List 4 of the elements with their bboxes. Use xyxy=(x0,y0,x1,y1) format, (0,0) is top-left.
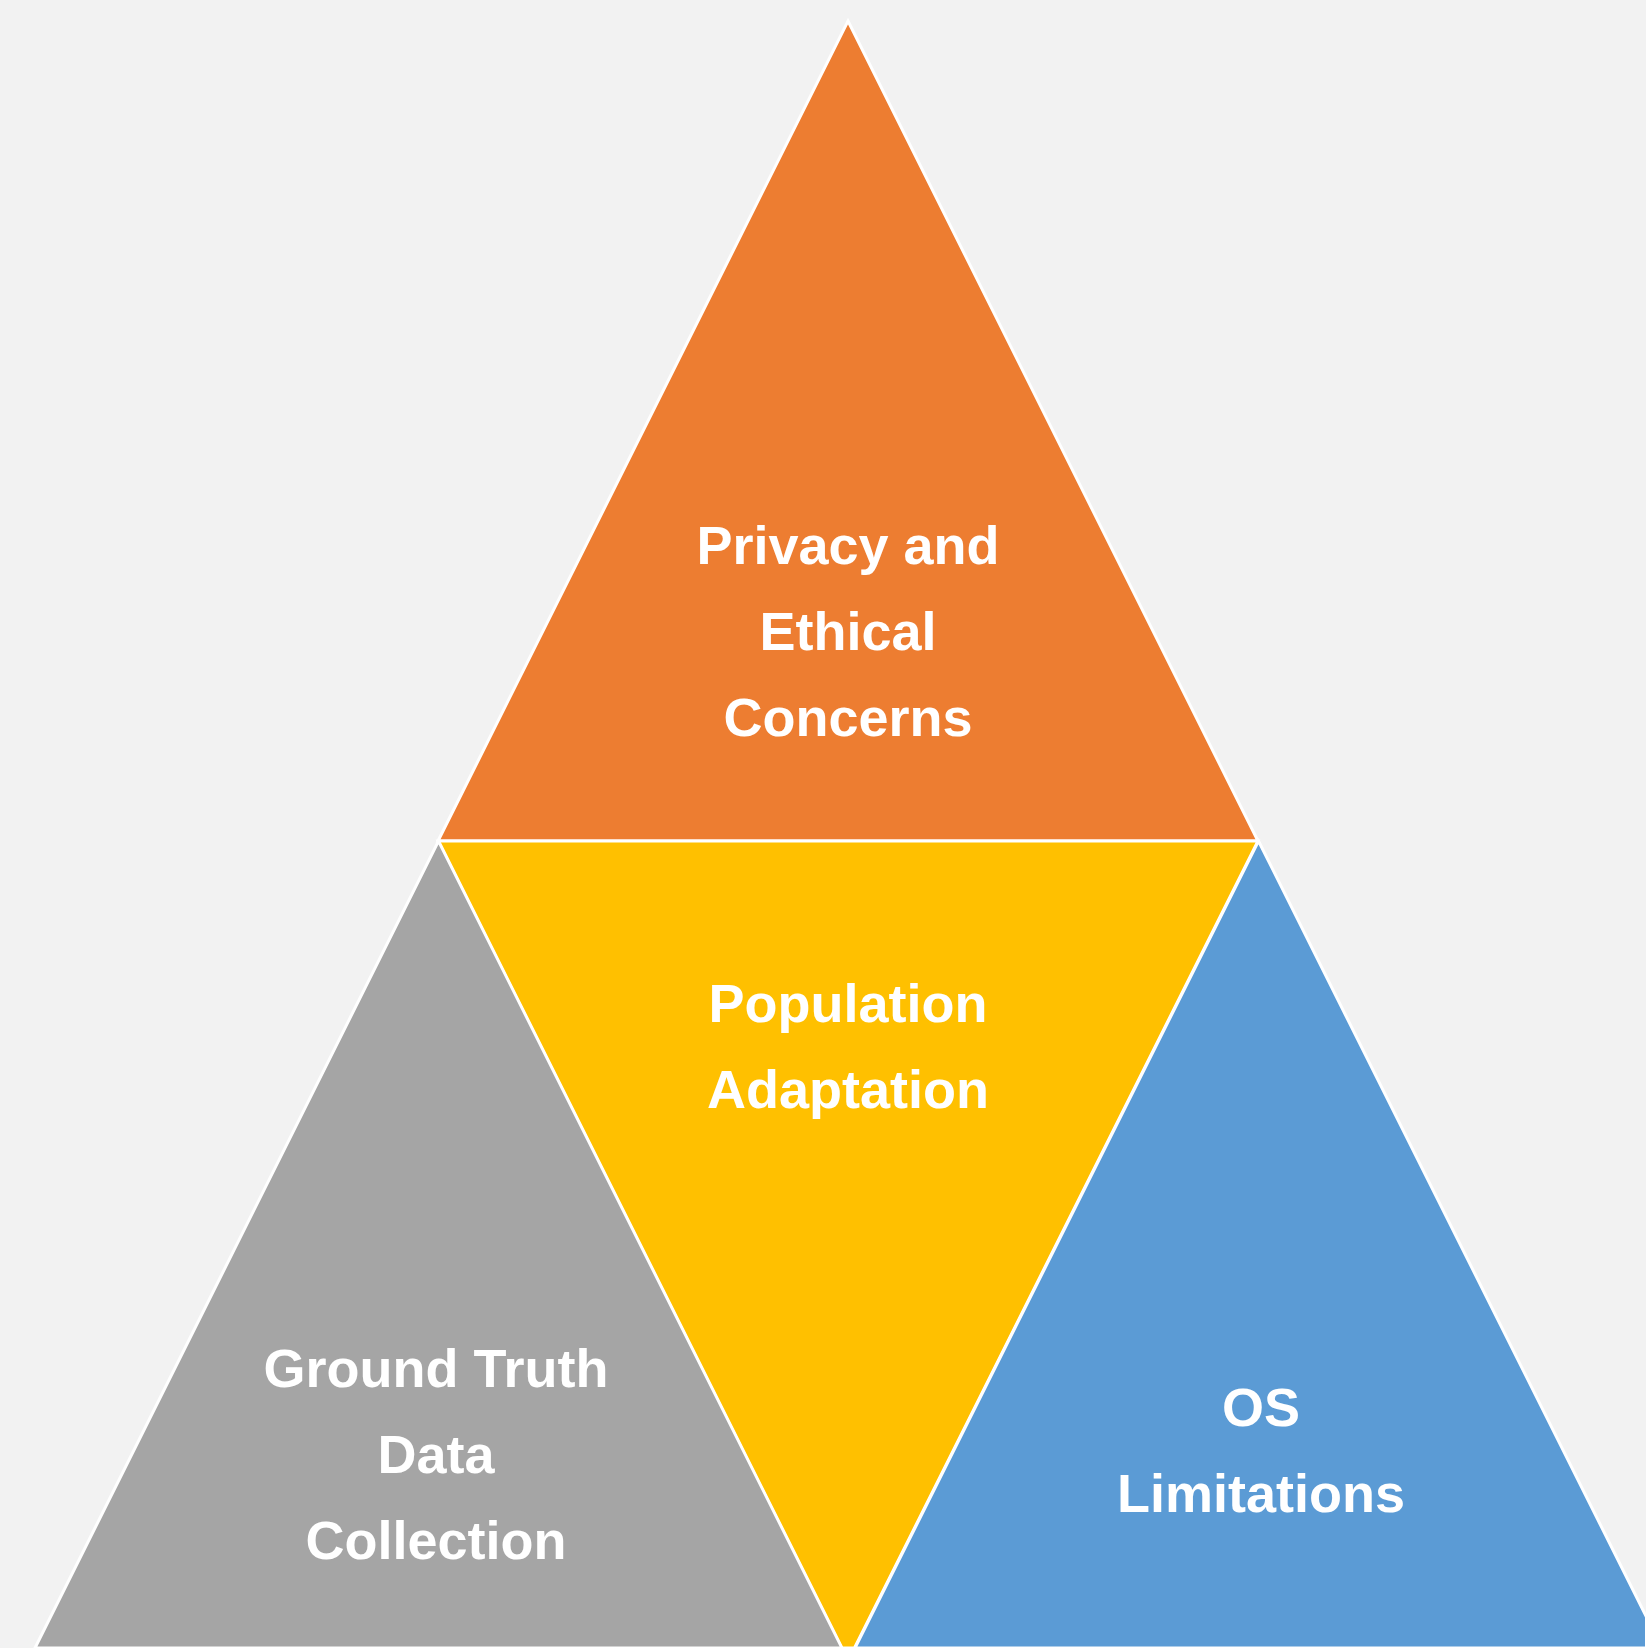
segment-label: Privacy and Ethical Concerns xyxy=(695,514,1001,749)
segment-label: Ground Truth Data Collection xyxy=(262,1337,610,1572)
segment-label: Population Adaptation xyxy=(706,972,990,1121)
segment-label: OS Limitations xyxy=(1116,1376,1406,1525)
